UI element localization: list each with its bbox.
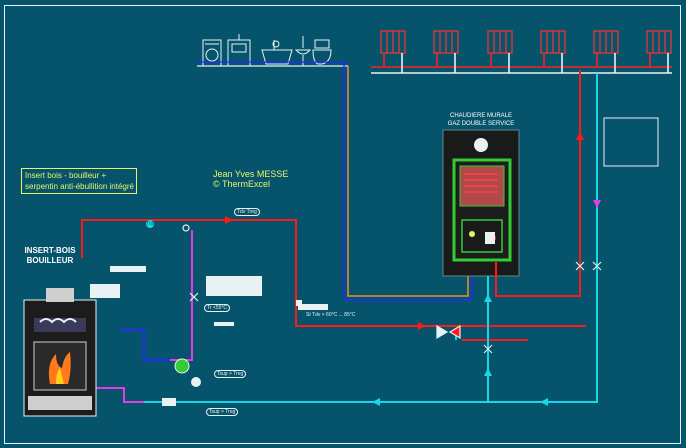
sanitary-fixtures bbox=[202, 34, 332, 67]
toilet-icon bbox=[312, 39, 332, 65]
radiator-icon bbox=[380, 30, 406, 54]
radiator-icon bbox=[593, 30, 619, 54]
annotation-boxes bbox=[90, 117, 659, 326]
radiator-headers bbox=[371, 53, 672, 74]
radiator-icon bbox=[646, 30, 672, 54]
radiator-row bbox=[380, 30, 672, 54]
hot-arrows bbox=[225, 132, 584, 330]
tag-st: St Tdv > 60°C ... 85°C bbox=[306, 312, 356, 318]
radiator-icon bbox=[433, 30, 459, 54]
radiator-icon bbox=[540, 30, 566, 54]
tag-valve: T/d bbox=[146, 221, 154, 227]
heating-circuit bbox=[81, 70, 598, 403]
author-name: Jean Yves MESSE bbox=[213, 169, 289, 179]
drawing-frame bbox=[4, 5, 681, 444]
insert-title-line2: BOUILLEUR bbox=[26, 256, 74, 265]
insert-note-line2: serpentin anti-ébullition intégré bbox=[25, 182, 134, 191]
sink-icon bbox=[227, 34, 251, 67]
dhw-risers bbox=[343, 62, 473, 301]
misc-components bbox=[162, 300, 302, 406]
tag-tsup-1: Tsup > Treg bbox=[214, 370, 247, 378]
boiler-title: CHAUDIERE MURALE GAZ DOUBLE SERVICE bbox=[436, 112, 526, 128]
valve-symbols bbox=[146, 220, 602, 354]
author-credit: Jean Yves MESSE © ThermExcel bbox=[213, 169, 288, 189]
insert-title-line1: INSERT-BOIS bbox=[24, 246, 76, 255]
bathtub-icon bbox=[261, 40, 293, 65]
insert-note-box: Insert bois - bouilleur + serpentin anti… bbox=[21, 168, 137, 194]
tag-tdv: Tdv Treg bbox=[234, 208, 260, 216]
wall-boiler bbox=[442, 129, 520, 277]
boiler-title-line2: GAZ DOUBLE SERVICE bbox=[447, 121, 515, 127]
tag-tsup-2: Tsup > Treg bbox=[206, 408, 239, 416]
boiler-title-line1: CHAUDIERE MURALE bbox=[449, 113, 512, 119]
tag-tr: Tr <55°C bbox=[204, 304, 231, 312]
wood-insert bbox=[23, 288, 97, 417]
washbasin-icon bbox=[294, 36, 312, 66]
author-brand: © ThermExcel bbox=[213, 179, 270, 189]
flow-arrows bbox=[372, 200, 601, 406]
insert-note-line1: Insert bois - bouilleur + bbox=[25, 171, 107, 180]
insert-title: INSERT-BOIS BOUILLEUR bbox=[20, 246, 80, 266]
radiator-icon bbox=[487, 30, 513, 54]
